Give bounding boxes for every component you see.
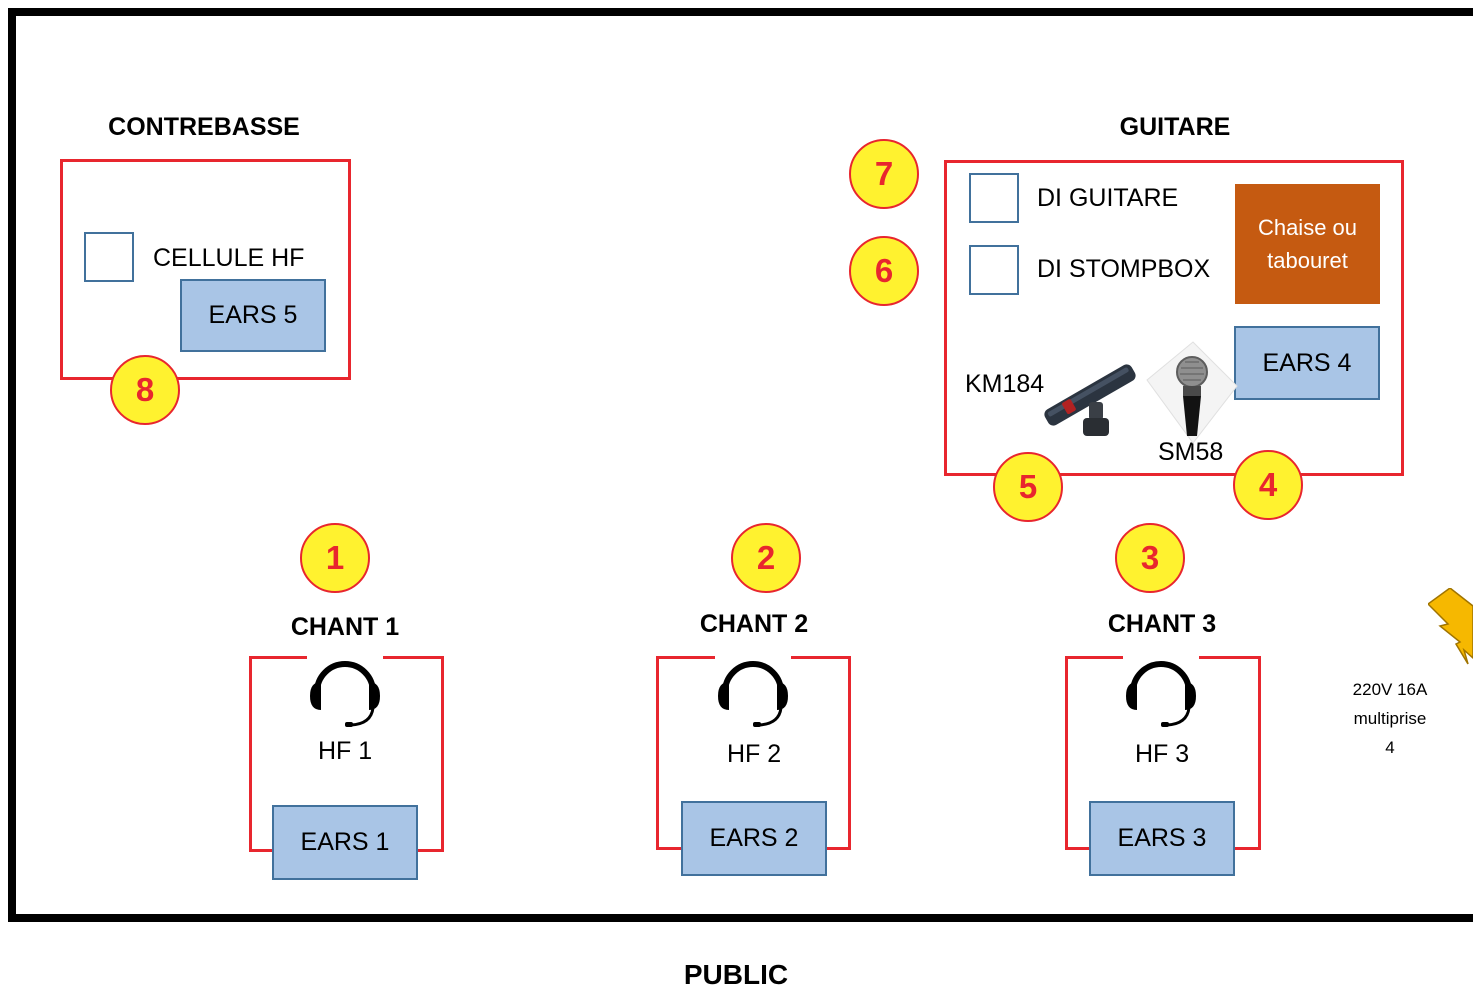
guitare-title: GUITARE [1119, 113, 1231, 141]
badge-6: 6 [849, 236, 919, 306]
hf-3-label: HF 3 [1135, 740, 1190, 768]
cellule-hf-box [84, 232, 134, 282]
badge-5: 5 [993, 452, 1063, 522]
headset-2-icon [715, 652, 791, 727]
ears-4-box: EARS 4 [1234, 326, 1380, 400]
headset-1-icon [307, 652, 383, 727]
badge-2: 2 [731, 523, 801, 593]
badge-4: 4 [1233, 450, 1303, 520]
di-guitare-box [969, 173, 1019, 223]
ears-5-box: EARS 5 [180, 279, 326, 352]
stage-outline [8, 8, 1473, 922]
headset-3-icon [1123, 652, 1199, 727]
badge-3: 3 [1115, 523, 1185, 593]
lightning-icon [1428, 588, 1473, 665]
power-line-2: multiprise 4 [1353, 709, 1427, 757]
hf-1-label: HF 1 [318, 737, 373, 765]
chant-1-title: CHANT 1 [290, 613, 400, 641]
sm58-microphone-icon [1146, 341, 1238, 444]
contrebasse-title: CONTREBASSE [108, 113, 300, 141]
di-stompbox-label: DI STOMPBOX [1037, 255, 1211, 283]
power-label: 220V 16A multiprise 4 [1349, 675, 1432, 762]
sm58-label: SM58 [1158, 438, 1224, 466]
ears-3-box: EARS 3 [1089, 801, 1235, 876]
contrebasse-zone [60, 159, 351, 380]
ears-1-box: EARS 1 [272, 805, 418, 880]
hf-2-label: HF 2 [727, 740, 782, 768]
badge-7: 7 [849, 139, 919, 209]
cellule-hf-label: CELLULE HF [153, 244, 305, 272]
badge-8: 8 [110, 355, 180, 425]
badge-1: 1 [300, 523, 370, 593]
km184-label: KM184 [965, 370, 1045, 398]
ears-2-box: EARS 2 [681, 801, 827, 876]
audience-label: PUBLIC [683, 959, 789, 990]
chair-box: Chaise ou tabouret [1235, 184, 1380, 304]
di-guitare-label: DI GUITARE [1037, 184, 1179, 212]
km184-microphone-icon [1044, 364, 1136, 436]
guitare-zone [944, 160, 1404, 476]
power-line-1: 220V 16A [1352, 680, 1428, 699]
chant-2-title: CHANT 2 [699, 610, 809, 638]
di-stompbox-box [969, 245, 1019, 295]
chant-3-title: CHANT 3 [1107, 610, 1217, 638]
